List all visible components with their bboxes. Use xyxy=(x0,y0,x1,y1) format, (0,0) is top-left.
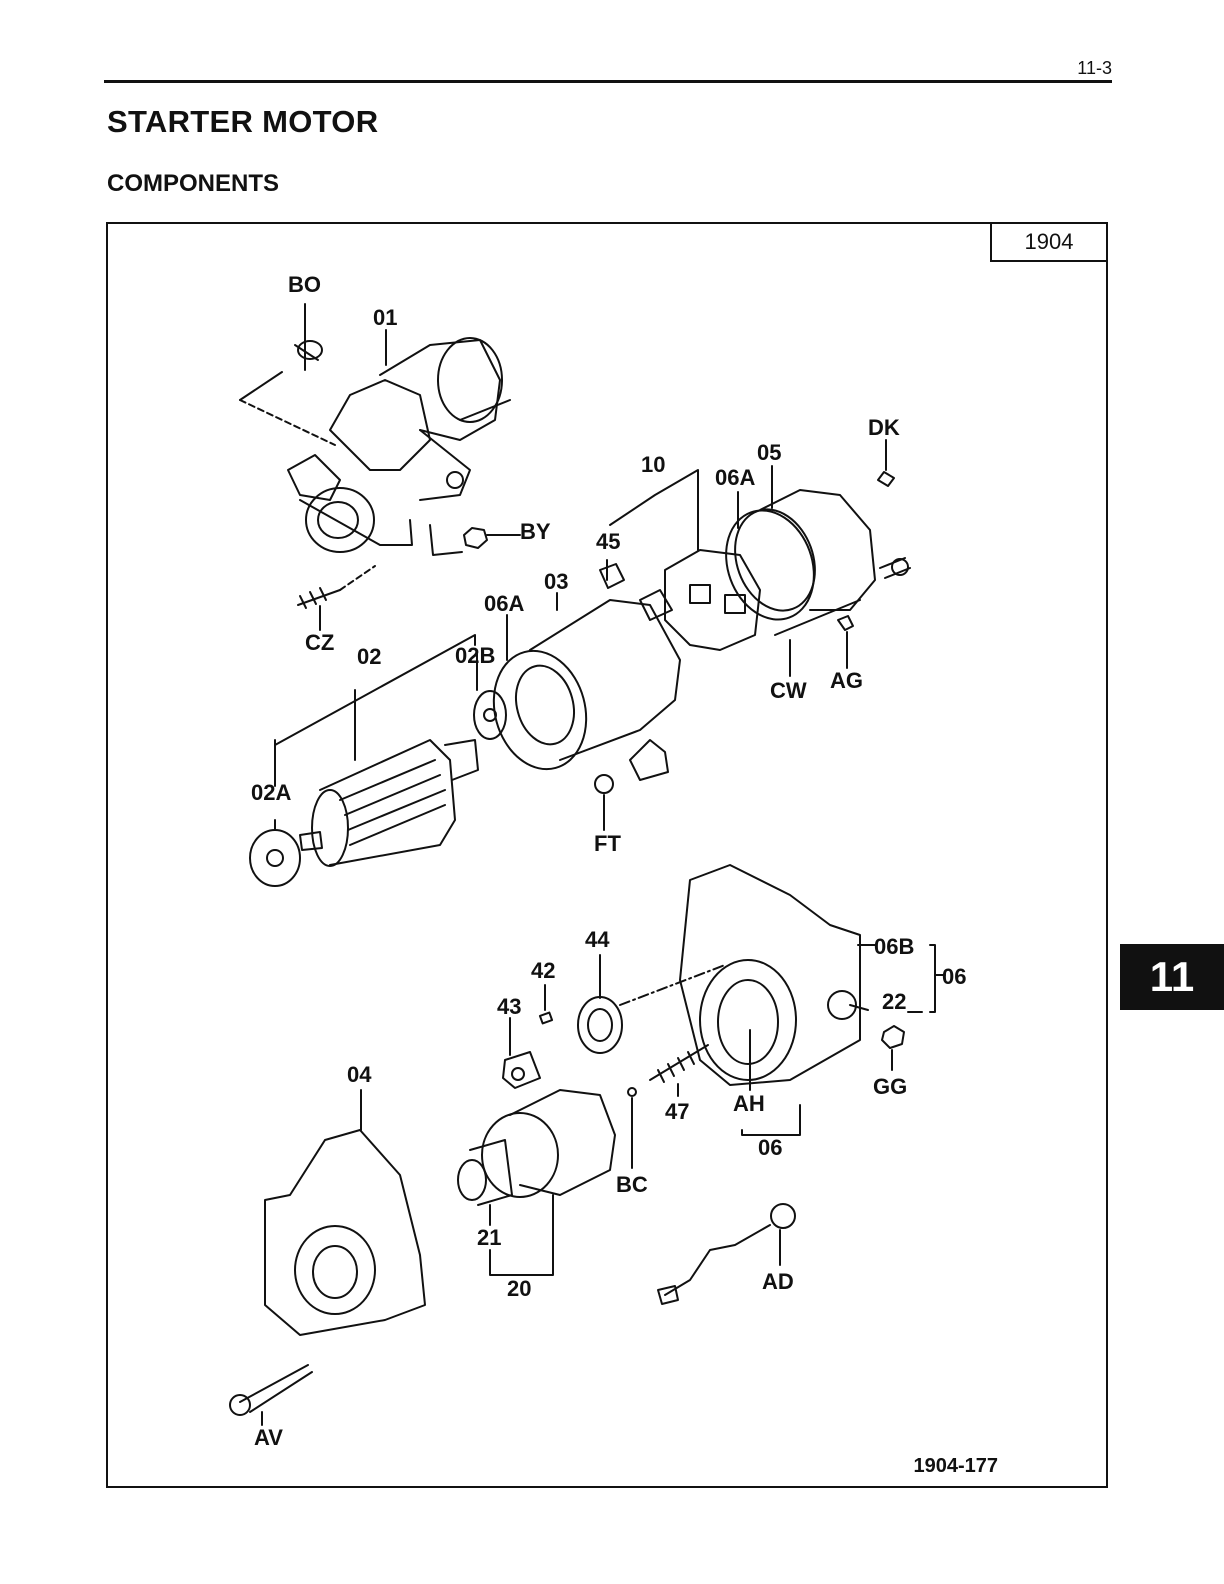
callout-label: AG xyxy=(830,670,863,692)
armature-drawing xyxy=(250,635,478,886)
callout-label: AD xyxy=(762,1271,794,1293)
callout-label: 21 xyxy=(477,1227,501,1249)
callout-label: GG xyxy=(873,1076,907,1098)
callout-label: 02B xyxy=(455,645,495,667)
callout-label: 05 xyxy=(757,442,781,464)
drive-housing-drawing xyxy=(265,1090,425,1335)
callout-label: 42 xyxy=(531,960,555,982)
callout-label: 03 xyxy=(544,571,568,593)
callout-label: DK xyxy=(868,417,900,439)
callout-label: CW xyxy=(770,680,807,702)
callout-label: FT xyxy=(594,833,621,855)
section-tab: 11 xyxy=(1120,944,1224,1010)
gear-and-pin-drawing xyxy=(503,955,678,1168)
callout-label: 22 xyxy=(882,991,906,1013)
callout-label: 02 xyxy=(357,646,381,668)
yoke-drawing xyxy=(474,593,680,830)
callout-label: 06 xyxy=(758,1137,782,1159)
callout-label: 43 xyxy=(497,996,521,1018)
callout-label: 06A xyxy=(715,467,755,489)
callout-label: BO xyxy=(288,274,321,296)
lead-and-bolt-drawing xyxy=(230,1204,795,1425)
callout-label: 44 xyxy=(585,929,609,951)
callout-label: 06 xyxy=(942,966,966,988)
callout-label: 20 xyxy=(507,1278,531,1300)
callout-label: 10 xyxy=(641,454,665,476)
callout-label: BY xyxy=(520,521,551,543)
callout-label: 06A xyxy=(484,593,524,615)
callout-label: 45 xyxy=(596,531,620,553)
callout-label: 01 xyxy=(373,307,397,329)
callout-label: 06B xyxy=(874,936,914,958)
callout-label: 02A xyxy=(251,782,291,804)
callout-label: 04 xyxy=(347,1064,371,1086)
callout-label: AV xyxy=(254,1427,283,1449)
callout-label: CZ xyxy=(305,632,334,654)
callout-label: AH xyxy=(733,1093,765,1115)
starter-assembly-drawing xyxy=(240,304,510,552)
callout-label: BC xyxy=(616,1174,648,1196)
callout-label: 47 xyxy=(665,1101,689,1123)
